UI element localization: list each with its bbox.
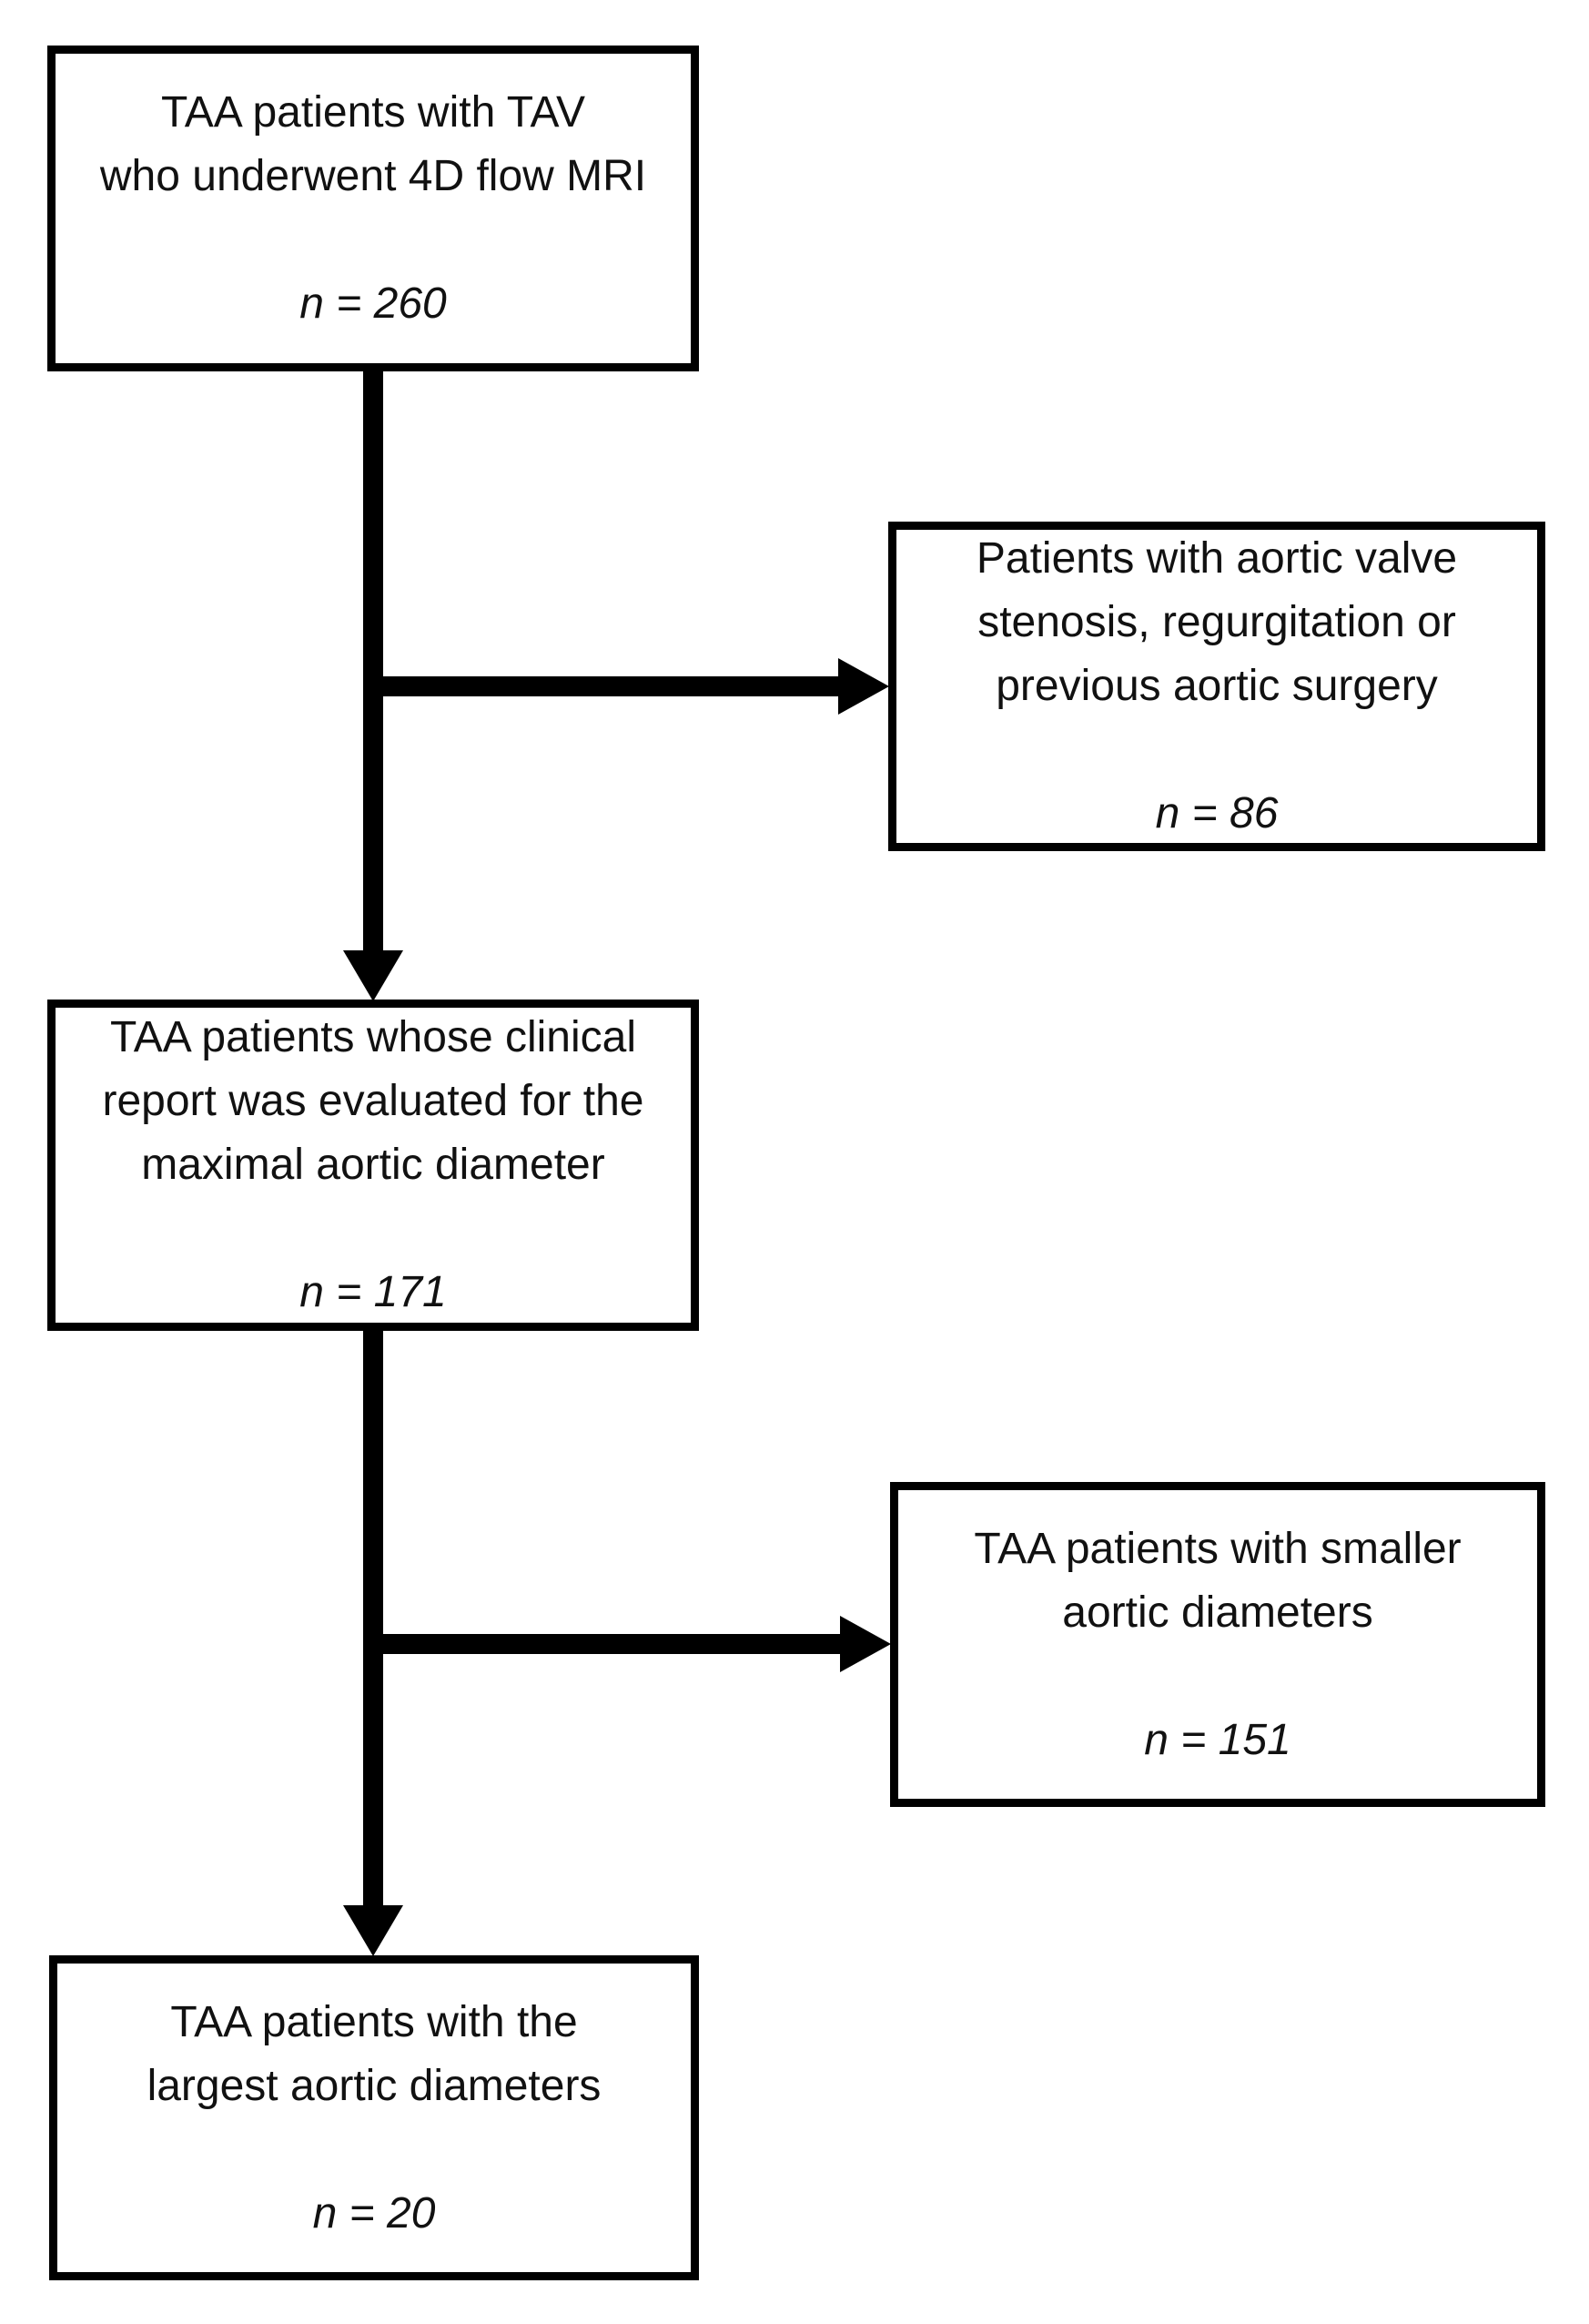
box-excluded-valve-disease: Patients with aortic valve stenosis, reg… <box>888 522 1545 851</box>
arrowhead-down-icon <box>343 950 403 1001</box>
box-initial-cohort-count: n = 260 <box>299 279 447 328</box>
box-excluded-valve-disease-count: n = 86 <box>1155 789 1279 837</box>
connector-branch-2-line <box>363 1634 843 1654</box>
box-final-cohort-title: TAA patients with the largest aortic dia… <box>147 1997 602 2110</box>
arrowhead-right-icon <box>840 1616 891 1672</box>
connector-main-1-line <box>363 369 383 956</box>
connector-branch-1-line <box>363 676 840 696</box>
box-evaluated-cohort-count: n = 171 <box>299 1268 447 1316</box>
box-initial-cohort: TAA patients with TAV who underwent 4D f… <box>47 46 699 371</box>
box-evaluated-cohort-title: TAA patients whose clinical report was e… <box>102 1013 644 1189</box>
box-excluded-smaller-diameters: TAA patients with smaller aortic diamete… <box>890 1482 1545 1807</box>
box-excluded-valve-disease-title: Patients with aortic valve stenosis, reg… <box>976 534 1458 710</box>
connector-main-2-line <box>363 1328 383 1906</box>
box-final-cohort-count: n = 20 <box>312 2188 436 2238</box>
box-initial-cohort-title: TAA patients with TAV who underwent 4D f… <box>99 88 647 200</box>
box-excluded-smaller-diameters-count: n = 151 <box>1144 1715 1291 1764</box>
box-excluded-smaller-diameters-title: TAA patients with smaller aortic diamete… <box>974 1524 1462 1637</box>
arrowhead-down-icon <box>343 1905 403 1956</box>
box-final-cohort: TAA patients with the largest aortic dia… <box>49 1955 699 2280</box>
box-evaluated-cohort: TAA patients whose clinical report was e… <box>47 1000 699 1331</box>
arrowhead-right-icon <box>838 658 889 715</box>
